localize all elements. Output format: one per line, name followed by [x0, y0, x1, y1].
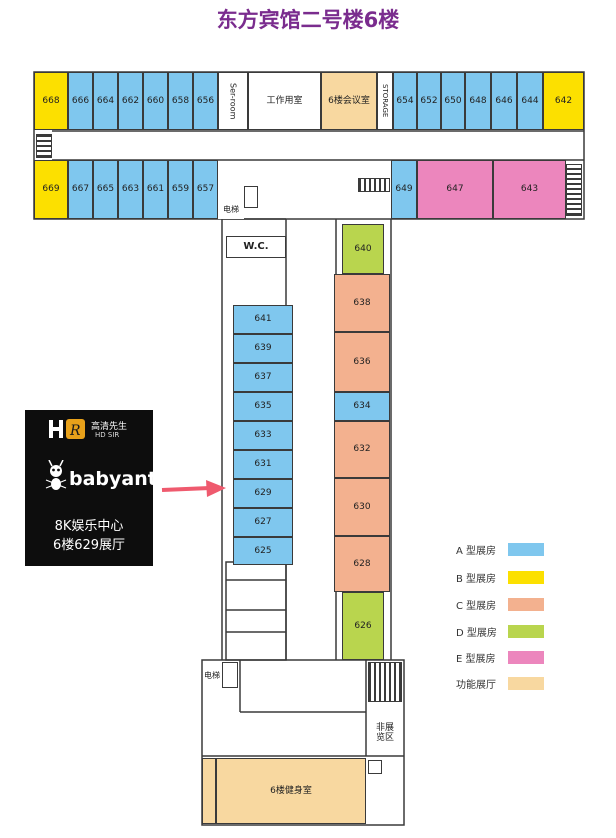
legend-label-d: D 型展房 [456, 628, 497, 639]
legend-label-e: E 型展房 [456, 654, 496, 665]
room-638: 638 [334, 274, 390, 332]
elevator-bottom: 电梯 [204, 662, 220, 690]
elevator-bottom-box [222, 662, 238, 688]
room-648: 648 [465, 72, 491, 130]
room-668: 668 [34, 72, 68, 130]
legend-swatch-e [508, 651, 544, 664]
room-630: 630 [334, 478, 390, 536]
room-628: 628 [334, 536, 390, 592]
room-667: 667 [68, 160, 93, 219]
gym-room: 6楼健身室 [216, 758, 366, 824]
storage-room: STORAGE [377, 72, 393, 130]
legend-label-c: C 型展房 [456, 601, 497, 612]
room-654: 654 [393, 72, 417, 130]
room-659: 659 [168, 160, 193, 219]
legend-label-func: 功能展厅 [456, 680, 496, 691]
legend-swatch-b [508, 571, 544, 584]
room-666: 666 [68, 72, 93, 130]
room-640: 640 [342, 224, 384, 274]
room-661: 661 [143, 160, 168, 219]
meeting-room: 6楼会议室 [321, 72, 377, 130]
room-658: 658 [168, 72, 193, 130]
stairs-small-bottom [368, 760, 382, 774]
logo-text-en: HD SIR [95, 431, 120, 439]
room-664: 664 [93, 72, 118, 130]
promo-line-1: 8K娱乐中心 [54, 519, 124, 534]
room-636: 636 [334, 332, 390, 392]
room-632: 632 [334, 421, 390, 478]
stairs-left [36, 134, 52, 158]
room-649: 649 [391, 160, 417, 219]
room-662: 662 [118, 72, 143, 130]
elevator-top-box [244, 186, 258, 208]
room-637: 637 [233, 363, 293, 392]
room-627: 627 [233, 508, 293, 537]
room-663: 663 [118, 160, 143, 219]
room-644: 644 [517, 72, 543, 130]
room-646: 646 [491, 72, 517, 130]
room-643: 643 [493, 160, 566, 219]
legend-swatch-func [508, 677, 544, 690]
room-669: 669 [34, 160, 68, 219]
room-631: 631 [233, 450, 293, 479]
room-639: 639 [233, 334, 293, 363]
room-629: 629 [233, 479, 293, 508]
legend: A 型展房 B 型展房 C 型展房 D 型展房 E 型展房 功能展厅 [456, 542, 566, 692]
legend-swatch-a [508, 543, 544, 556]
stairs-right-edge [566, 164, 582, 216]
elevator-top: 电梯 [218, 200, 244, 219]
promo-panel: R 高清先生 HD SIR babyant 8K娱乐中心 6楼629展厅 [25, 410, 157, 566]
brand-name: babyant [69, 468, 157, 490]
office-room: 工作用室 [248, 72, 321, 130]
hdsir-logo-icon: R [49, 418, 87, 440]
pointer-arrow [161, 480, 226, 497]
room-656: 656 [193, 72, 218, 130]
legend-swatch-d [508, 625, 544, 638]
room-634: 634 [334, 392, 390, 421]
legend-swatch-c [508, 598, 544, 611]
room-650: 650 [441, 72, 465, 130]
room-635: 635 [233, 392, 293, 421]
room-626: 626 [342, 592, 384, 660]
ser-room: Ser-room [218, 72, 248, 130]
stairs-right-top [358, 178, 390, 192]
room-641: 641 [233, 305, 293, 334]
room-633: 633 [233, 421, 293, 450]
room-660: 660 [143, 72, 168, 130]
room-625: 625 [233, 537, 293, 565]
svg-text:R: R [69, 423, 81, 439]
stairs-bottom [368, 662, 402, 702]
legend-label-a: A 型展房 [456, 546, 497, 557]
room-642: 642 [543, 72, 584, 130]
page-title: 东方宾馆二号楼6楼 [216, 8, 400, 32]
room-647: 647 [417, 160, 493, 219]
legend-label-b: B 型展房 [456, 574, 497, 585]
room-657: 657 [193, 160, 218, 219]
babyant-logo-icon [43, 459, 69, 492]
gym-side-strip [202, 758, 216, 824]
room-652: 652 [417, 72, 441, 130]
room-665: 665 [93, 160, 118, 219]
promo-line-2: 6楼629展厅 [52, 538, 126, 553]
wc-room: W.C. [226, 236, 286, 258]
non-exhibit-area: 非展览区 [368, 712, 402, 754]
logo-text-cn: 高清先生 [91, 422, 128, 432]
